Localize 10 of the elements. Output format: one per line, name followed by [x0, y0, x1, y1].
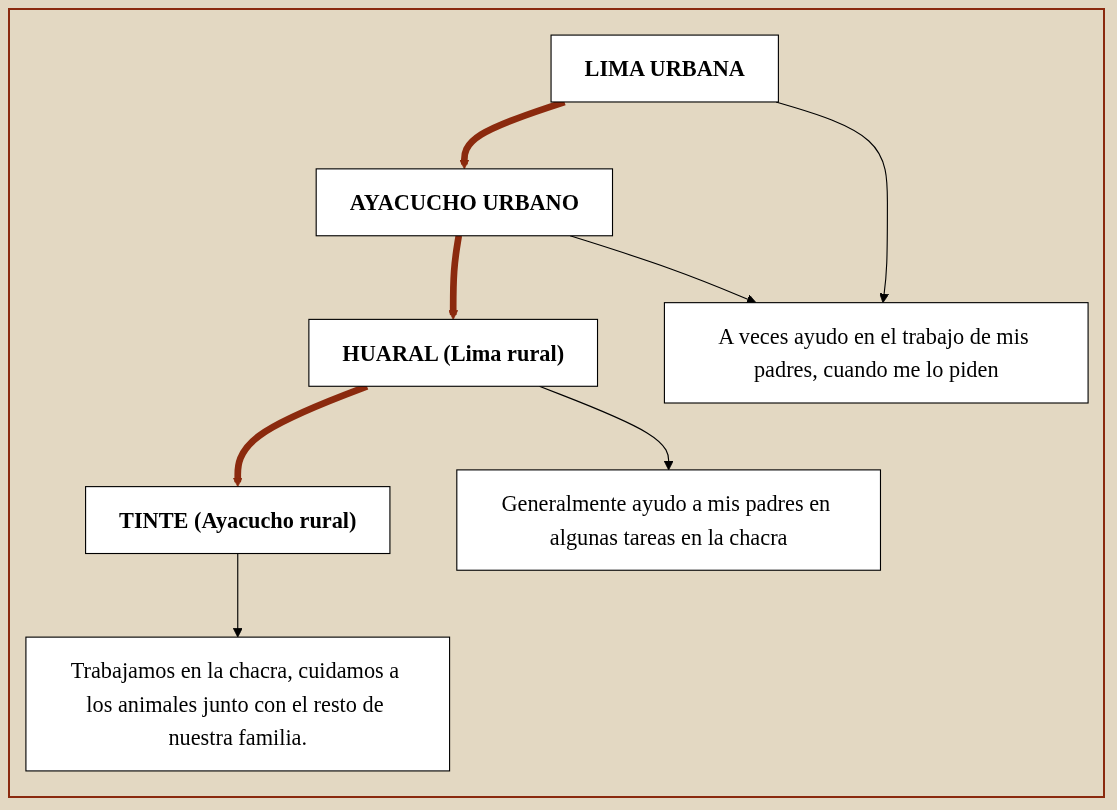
node-box: TINTE (Ayacucho rural) [84, 486, 390, 555]
arrow [232, 552, 243, 638]
node-box: HUARAL (Lima rural) [307, 318, 598, 387]
arrow [569, 235, 756, 304]
node-box: AYACUCHO URBANO [315, 168, 613, 237]
node-box: A veces ayudo en el trabajo de mis padres, cuando me lo piden [663, 302, 1089, 404]
node-box: Trabajamos en la chacra, cuidamos a los animales junto con el resto de nuestra familia. [24, 636, 450, 772]
node-box: Generalmente ayudo a mis padres en algunas tareas en la chacra [455, 469, 881, 571]
node-box: LIMA URBANA [550, 34, 779, 103]
arrow [447, 235, 462, 320]
